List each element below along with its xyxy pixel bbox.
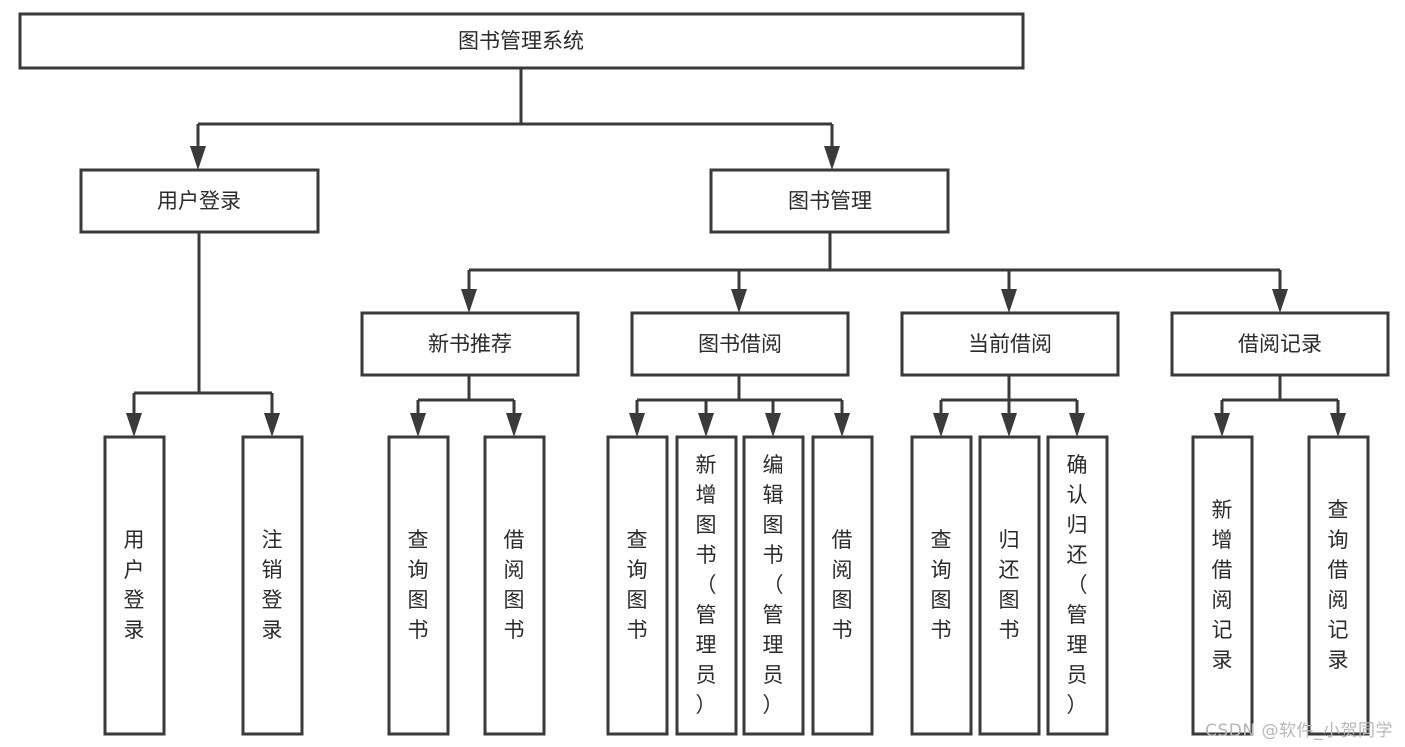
node-leaf-new-book-0[interactable]: 查询图书 xyxy=(387,435,450,736)
leaf-label: 用户登录 xyxy=(124,528,145,642)
node-book-management-label: 图书管理 xyxy=(788,189,872,213)
leaf-label: 新增图书（管理员） xyxy=(696,453,717,717)
node-leaf-current-borrow-2[interactable]: 确认归还（管理员） xyxy=(1046,435,1109,736)
node-leaf-user-login-1[interactable]: 注销登录 xyxy=(241,435,304,736)
leaf-label: 借阅图书 xyxy=(504,528,525,642)
leaf-label: 新增借阅记录 xyxy=(1212,498,1233,672)
leaf-label: 确认归还（管理员） xyxy=(1067,453,1088,717)
leaf-label: 归还图书 xyxy=(999,528,1020,642)
leaf-label: 注销登录 xyxy=(262,528,283,642)
leaf-label: 查询图书 xyxy=(627,528,648,642)
node-leaf-book-borrow-3[interactable]: 借阅图书 xyxy=(811,435,874,736)
edge-borrowrecord-to-leaves xyxy=(1214,375,1346,437)
node-leaf-new-book-1[interactable]: 借阅图书 xyxy=(483,435,546,736)
node-leaf-current-borrow-1[interactable]: 归还图书 xyxy=(978,435,1041,736)
node-current-borrow[interactable]: 当前借阅 xyxy=(900,311,1120,377)
edge-newbook-to-leaves xyxy=(410,375,522,437)
node-leaf-borrow-record-1[interactable]: 查询借阅记录 xyxy=(1307,435,1370,736)
edge-bookborrow-to-leaves xyxy=(629,375,850,437)
node-root-label: 图书管理系统 xyxy=(458,29,584,53)
edge-bookmgmt-to-level2 xyxy=(461,232,1288,313)
leaf-label: 编辑图书（管理员） xyxy=(763,453,784,717)
node-user-login[interactable]: 用户登录 xyxy=(79,168,320,234)
leaf-label: 查询图书 xyxy=(408,528,429,642)
node-leaf-book-borrow-2[interactable]: 编辑图书（管理员） xyxy=(742,435,805,736)
node-book-borrow-label: 图书借阅 xyxy=(698,332,782,356)
node-leaf-user-login-0[interactable]: 用户登录 xyxy=(103,435,166,736)
node-new-book-recommend-label: 新书推荐 xyxy=(428,332,512,356)
node-current-borrow-label: 当前借阅 xyxy=(968,332,1052,356)
node-borrow-record[interactable]: 借阅记录 xyxy=(1170,311,1390,377)
edge-root-to-level1 xyxy=(190,68,840,170)
leaf-label: 查询图书 xyxy=(931,528,952,642)
node-book-borrow[interactable]: 图书借阅 xyxy=(630,311,850,377)
edge-currentborrow-to-leaves xyxy=(933,375,1085,437)
leaf-label: 查询借阅记录 xyxy=(1328,498,1349,672)
node-leaf-book-borrow-1[interactable]: 新增图书（管理员） xyxy=(675,435,738,736)
node-book-management[interactable]: 图书管理 xyxy=(709,168,950,234)
node-leaf-book-borrow-0[interactable]: 查询图书 xyxy=(606,435,669,736)
node-leaf-current-borrow-0[interactable]: 查询图书 xyxy=(910,435,973,736)
node-root[interactable]: 图书管理系统 xyxy=(18,12,1025,70)
edge-userlogin-to-leaves xyxy=(126,232,280,437)
node-leaf-borrow-record-0[interactable]: 新增借阅记录 xyxy=(1191,435,1254,736)
node-new-book-recommend[interactable]: 新书推荐 xyxy=(360,311,580,377)
node-user-login-label: 用户登录 xyxy=(157,189,241,213)
node-borrow-record-label: 借阅记录 xyxy=(1238,332,1322,356)
leaf-label: 借阅图书 xyxy=(832,528,853,642)
